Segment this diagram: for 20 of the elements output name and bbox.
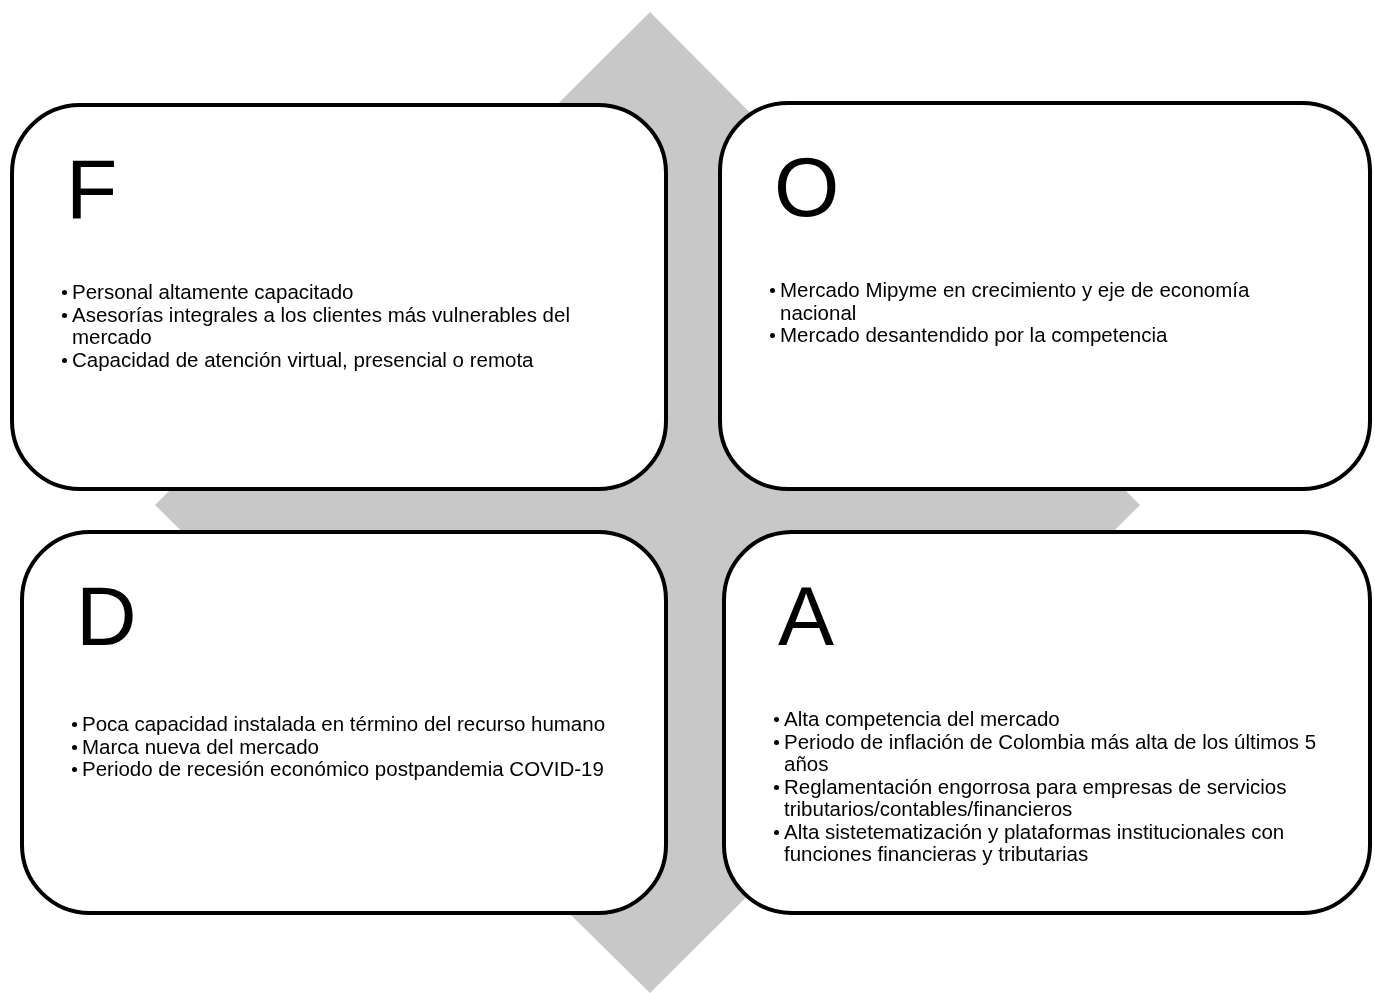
bullet-item: Mercado Mipyme en crecimiento y eje de economía nacional xyxy=(780,279,1251,325)
bullet-item: Marca nueva del mercado xyxy=(82,735,319,759)
bullet-item: Alta competencia del mercado xyxy=(784,708,1060,731)
bullet-item: Asesorías integrales a los clientes más vulnerables del mercado xyxy=(72,303,571,349)
quadrant-letter: D xyxy=(76,574,137,658)
quadrant-letter: O xyxy=(774,145,840,229)
quadrant-card xyxy=(20,530,668,915)
quadrant-card xyxy=(10,103,668,491)
bullet-item: Reglamentación engorrosa para empresas de servicios tributarios/contables/financieros xyxy=(784,775,1288,821)
bullet-item: Alta sistetematización y plataformas institucionales con funciones financieras y tributarias xyxy=(784,820,1286,866)
bullet-item: Personal altamente capacitado xyxy=(72,281,354,304)
bullet-item: Mercado desantendido por la competencia xyxy=(780,324,1168,347)
quadrant-card xyxy=(718,101,1372,491)
quadrant-letter: A xyxy=(778,574,835,658)
bullet-item: Poca capacidad instalada en término del recurso humano xyxy=(82,713,606,736)
quadrant-card xyxy=(722,530,1372,915)
quadrant-letter: F xyxy=(66,147,118,231)
bullet-item: Periodo de recesión económico postpandemia COVID-19 xyxy=(82,758,604,781)
bullet-item: Periodo de inflación de Colombia más alta de los últimos 5 años xyxy=(784,730,1318,776)
bullet-item: Capacidad de atención virtual, presencial o remota xyxy=(72,348,534,372)
